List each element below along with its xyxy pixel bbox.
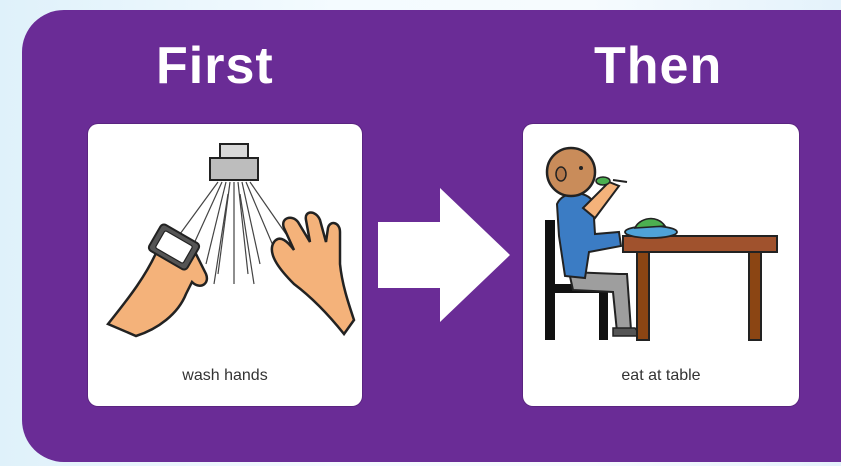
then-card: eat at table bbox=[523, 124, 799, 406]
first-card-caption: wash hands bbox=[88, 367, 362, 385]
wash-hands-icon bbox=[88, 124, 362, 364]
eat-at-table-icon bbox=[523, 124, 799, 364]
first-heading: First bbox=[156, 36, 274, 96]
then-heading: Then bbox=[594, 36, 722, 96]
first-card: wash hands bbox=[88, 124, 362, 406]
right-arrow-icon bbox=[378, 188, 510, 322]
then-card-caption: eat at table bbox=[523, 367, 799, 385]
